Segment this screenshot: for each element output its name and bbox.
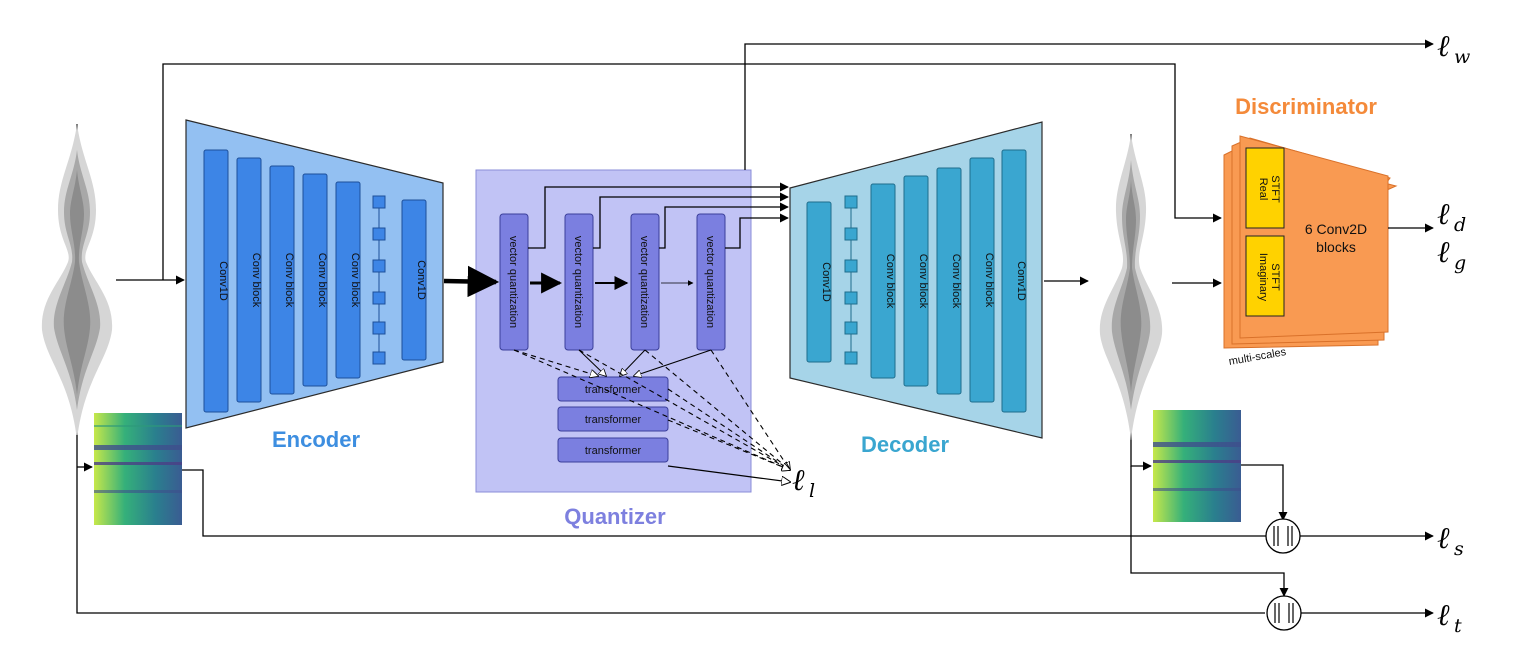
- loss-t-symbol: ℓ: [1437, 598, 1450, 633]
- vq-label-1: vector quantization: [507, 236, 519, 328]
- vq-label-4: vector quantization: [704, 236, 716, 328]
- encoder-layer-label-3: Conv block: [316, 253, 328, 308]
- encoder-layer-label-5: Conv1D: [415, 260, 427, 300]
- encoder-conv-block-4: [335, 181, 361, 379]
- imag-stft-label-1: Imaginary: [1257, 253, 1269, 302]
- loss-d-subscript: d: [1454, 214, 1466, 236]
- decoder-conv-block-2: [903, 175, 929, 387]
- imag-stft-label-2: STFT: [1269, 263, 1281, 291]
- decoder-layer-label-5: Conv1D: [1015, 261, 1027, 301]
- decoder-layers: [806, 149, 1027, 413]
- encoder-conv-block-2: [269, 165, 295, 395]
- real-stft-label-1: Real: [1257, 178, 1269, 201]
- norm-operator-t: [1266, 595, 1302, 631]
- decoder-conv1d-in: [806, 201, 832, 363]
- decoder-layer-label-3: Conv block: [950, 254, 962, 309]
- vq-to-transformer-arrows: [578, 349, 712, 376]
- encoder-layer-label-4: Conv block: [349, 253, 361, 308]
- loss-routing: [76, 39, 1434, 618]
- encoder-layer-label-1: Conv block: [250, 253, 262, 308]
- loss-g-symbol: ℓ: [1437, 235, 1450, 270]
- input-spectrogram: [94, 413, 182, 525]
- conv2d-blocks-label-2: blocks: [1316, 239, 1356, 255]
- dashed-loss-arrows: [513, 349, 790, 470]
- decoder-layer-label-2: Conv block: [917, 254, 929, 309]
- vq-label-2: vector quantization: [572, 236, 584, 328]
- encoder-conv-block-3: [302, 173, 328, 387]
- loss-l-subscript: l: [809, 480, 815, 502]
- loss-s-subscript: s: [1454, 538, 1464, 560]
- loss-t-subscript: t: [1454, 615, 1462, 637]
- loss-g-subscript: g: [1454, 252, 1466, 274]
- decoder-conv1d-out: [1001, 149, 1027, 413]
- discriminator: [1223, 135, 1398, 349]
- flow-arrows: [116, 182, 1434, 298]
- encoder-conv1d-out: [401, 199, 427, 361]
- decoder-layer-label-1: Conv block: [884, 254, 896, 309]
- input-waveform: [41, 124, 113, 440]
- loss-s: ℓ s: [1437, 521, 1464, 560]
- decoder-title: Decoder: [861, 432, 949, 457]
- vq-blocks: [499, 213, 726, 351]
- real-stft-label-2: STFT: [1269, 175, 1281, 203]
- decoder-conv-block-3: [936, 167, 962, 395]
- loss-l-symbol: ℓ: [792, 463, 805, 498]
- vq-label-3: vector quantization: [638, 236, 650, 328]
- loss-l: ℓ l: [792, 463, 815, 502]
- norm-operator-s: [1265, 518, 1301, 554]
- conv2d-blocks-label-1: 6 Conv2D: [1305, 221, 1367, 237]
- output-spectrogram: [1153, 410, 1241, 522]
- encoder-conv-block-1: [236, 157, 262, 403]
- loss-w-symbol: ℓ: [1437, 29, 1450, 64]
- multiscales-label: multi-scales: [1228, 346, 1288, 368]
- loss-d-symbol: ℓ: [1437, 197, 1450, 232]
- decoder-conv-block-1: [870, 183, 896, 379]
- transformer-blocks: [557, 376, 669, 463]
- transformer-block-2: [557, 406, 669, 432]
- quantizer-title: Quantizer: [564, 504, 666, 529]
- transformer-label-2: transformer: [585, 414, 642, 426]
- decoder-layer-label-0: Conv1D: [820, 262, 832, 302]
- transformer-to-loss-arrow: [667, 465, 790, 482]
- output-waveform: [1099, 134, 1163, 440]
- encoder-layer-label-0: Conv1D: [217, 261, 229, 301]
- encoder-title: Encoder: [272, 427, 360, 452]
- loss-d: ℓ d: [1437, 197, 1466, 236]
- transformer-label-1: transformer: [585, 384, 642, 396]
- loss-w: ℓ w: [1437, 29, 1470, 68]
- real-stft-box: [1245, 147, 1285, 229]
- loss-w-subscript: w: [1454, 46, 1470, 68]
- transformer-label-3: transformer: [585, 445, 642, 457]
- loss-t: ℓ t: [1437, 598, 1462, 637]
- transformer-block-3: [557, 437, 669, 463]
- loss-g: ℓ g: [1437, 235, 1466, 274]
- encoder-layer-label-2: Conv block: [283, 253, 295, 308]
- decoder-conv-block-4: [969, 157, 995, 403]
- encoder-conv1d-in: [203, 149, 229, 413]
- loss-s-symbol: ℓ: [1437, 521, 1450, 556]
- decoder-lstm-stack: [844, 195, 858, 365]
- encoder-layers: [203, 149, 427, 413]
- discriminator-title: Discriminator: [1235, 94, 1377, 119]
- decoder-layer-label-4: Conv block: [983, 253, 995, 308]
- imag-stft-box: [1245, 235, 1285, 317]
- encoder-lstm-stack: [372, 195, 386, 365]
